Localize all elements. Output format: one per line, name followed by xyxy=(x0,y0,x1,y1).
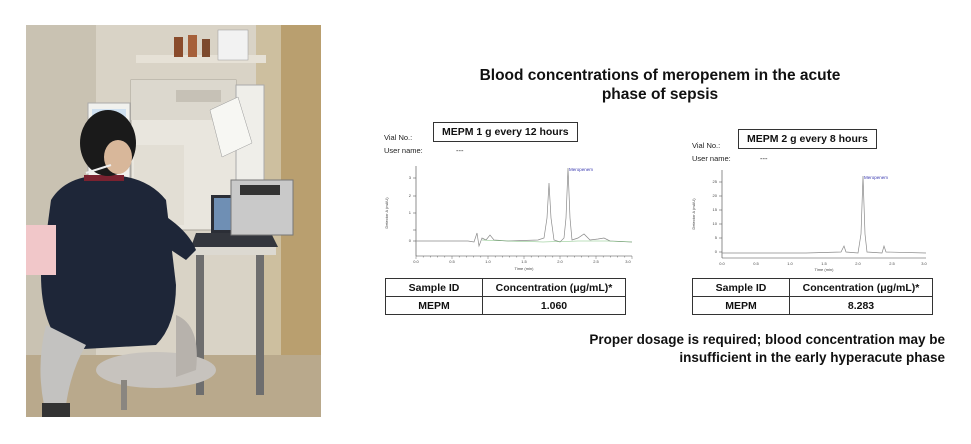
table-header-row: Sample ID Concentration (μg/mL)* xyxy=(692,278,933,297)
right-header-concentration: Concentration (μg/mL)* xyxy=(789,278,933,297)
svg-text:0: 0 xyxy=(409,238,412,243)
table-row: MEPM 8.283 xyxy=(692,296,933,315)
svg-text:25: 25 xyxy=(713,179,718,184)
lab-photo xyxy=(26,25,321,417)
left-trace xyxy=(416,167,633,248)
note-line-1: Proper dosage is required; blood concent… xyxy=(589,332,945,347)
note-line-2: insufficient in the early hyperacute pha… xyxy=(679,350,945,365)
svg-text:1.5: 1.5 xyxy=(521,259,527,264)
svg-text:2: 2 xyxy=(409,193,412,198)
svg-text:15: 15 xyxy=(713,207,718,212)
svg-text:0.0: 0.0 xyxy=(413,259,419,264)
svg-text:10: 10 xyxy=(713,221,718,226)
right-vial-label: Vial No.: xyxy=(692,141,721,150)
left-header-sample-id: Sample ID xyxy=(385,278,483,297)
right-peak-label: Meropenem xyxy=(864,175,888,180)
left-user-value: --- xyxy=(456,146,464,155)
right-sample-id: MEPM xyxy=(692,296,790,315)
svg-text:3: 3 xyxy=(409,175,412,180)
right-user-value: --- xyxy=(760,154,768,163)
svg-text:1.0: 1.0 xyxy=(787,261,793,266)
svg-text:2.0: 2.0 xyxy=(557,259,563,264)
svg-text:1: 1 xyxy=(409,210,412,215)
left-x-axis-label: Time (min) xyxy=(515,266,535,271)
table-row: MEPM 1.060 xyxy=(385,296,626,315)
left-header-concentration: Concentration (μg/mL)* xyxy=(482,278,626,297)
left-user-label: User name: xyxy=(384,146,423,155)
right-x-axis-label: Time (min) xyxy=(815,267,835,272)
right-concentration: 8.283 xyxy=(789,296,933,315)
svg-text:0.5: 0.5 xyxy=(449,259,455,264)
right-user-label: User name: xyxy=(692,154,731,163)
right-y-axis-label: Detector A (mAU) xyxy=(691,198,696,230)
right-chromatogram: 25 20 15 10 5 0 0.0 0.5 1.0 1.5 2.0 2.5 3.0 Time … xyxy=(691,170,928,272)
left-results-table: Sample ID Concentration (μg/mL)* MEPM 1.… xyxy=(385,278,626,315)
svg-text:0.0: 0.0 xyxy=(719,261,725,266)
left-y-axis-label: Detector A (mAU) xyxy=(384,197,389,229)
left-vial-label: Vial No.: xyxy=(384,133,413,142)
left-chromatogram: 3 2 1 0 0.0 0.5 1.0 1.5 2.0 2.5 3.0 Time (min) D… xyxy=(384,166,633,271)
svg-text:0: 0 xyxy=(715,249,718,254)
svg-text:5: 5 xyxy=(715,235,718,240)
right-header-sample-id: Sample ID xyxy=(692,278,790,297)
table-header-row: Sample ID Concentration (μg/mL)* xyxy=(385,278,626,297)
right-results-table: Sample ID Concentration (μg/mL)* MEPM 8.… xyxy=(692,278,933,315)
left-sample-id: MEPM xyxy=(385,296,483,315)
right-trace xyxy=(722,175,927,254)
title-line-1: Blood concentrations of meropenem in the… xyxy=(479,67,841,84)
page-title: Blood concentrations of meropenem in the… xyxy=(410,66,910,104)
dosage-note: Proper dosage is required; blood concent… xyxy=(589,331,945,367)
svg-text:20: 20 xyxy=(713,193,718,198)
left-condition-box: MEPM 1 g every 12 hours xyxy=(433,122,578,142)
left-concentration: 1.060 xyxy=(482,296,626,315)
svg-text:2.0: 2.0 xyxy=(855,261,861,266)
right-condition-box: MEPM 2 g every 8 hours xyxy=(738,129,877,149)
left-peak-label: Meropenem xyxy=(569,167,593,172)
svg-text:1.5: 1.5 xyxy=(821,261,827,266)
svg-text:2.5: 2.5 xyxy=(889,261,895,266)
svg-text:0.5: 0.5 xyxy=(753,261,759,266)
svg-text:2.5: 2.5 xyxy=(593,259,599,264)
svg-text:3.0: 3.0 xyxy=(921,261,927,266)
svg-text:3.0: 3.0 xyxy=(625,259,631,264)
title-line-2: phase of sepsis xyxy=(601,86,719,103)
svg-text:1.0: 1.0 xyxy=(485,259,491,264)
